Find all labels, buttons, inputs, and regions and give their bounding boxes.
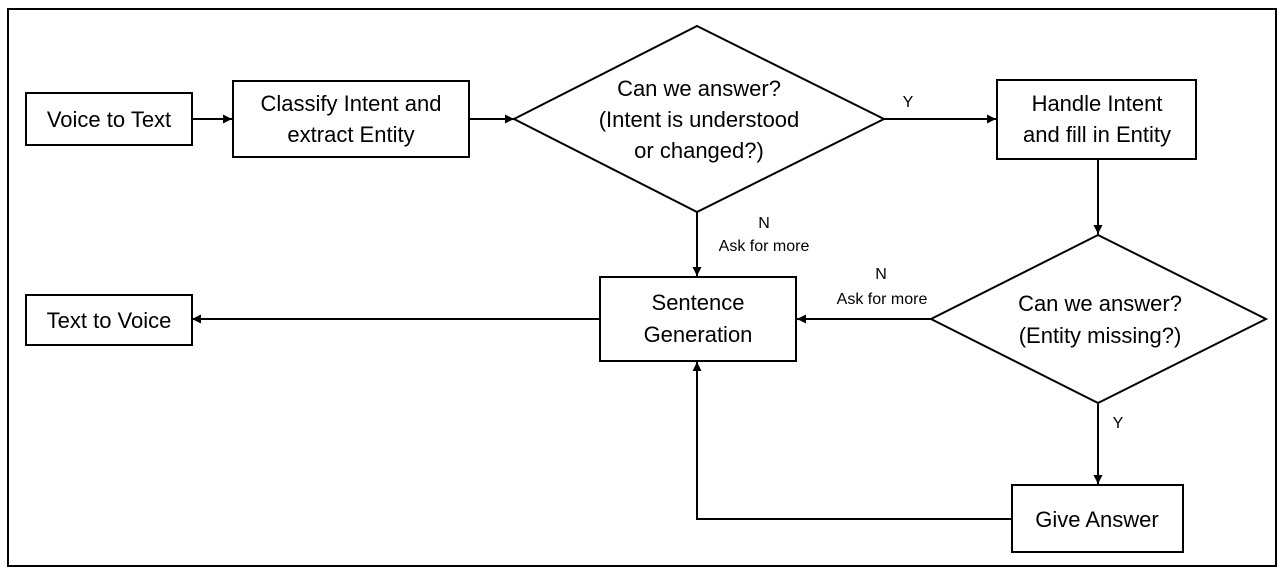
node-classify-intent-line1: Classify Intent and: [261, 91, 442, 116]
node-classify-intent: Classify Intent and extract Entity: [232, 80, 470, 158]
node-voice-to-text: Voice to Text: [25, 92, 193, 146]
node-decision-intent-line3: or changed?): [634, 138, 764, 163]
node-decision-entity-line2: (Entity missing?): [1019, 323, 1182, 348]
edge-give-answer-to-sentence: [692, 362, 1011, 520]
node-decision-intent: Can we answer? (Intent is understood or …: [511, 24, 887, 214]
node-text-to-voice: Text to Voice: [25, 294, 193, 346]
node-decision-intent-diamond: [511, 24, 887, 214]
node-classify-intent-line2: extract Entity: [287, 122, 414, 147]
node-handle-intent-box: [996, 79, 1197, 160]
node-voice-to-text-label: Voice to Text: [47, 107, 171, 132]
edge-label-decision1-yes: Y: [903, 94, 914, 111]
node-classify-intent-box: [232, 80, 470, 158]
node-sentence-generation-line2: Generation: [644, 322, 753, 347]
node-decision-intent-line2: (Intent is understood: [599, 107, 800, 132]
edge-label-decision2-ask: Ask for more: [837, 291, 928, 308]
node-sentence-generation-line1: Sentence: [652, 290, 745, 315]
node-handle-intent-line1: Handle Intent: [1032, 91, 1163, 116]
node-handle-intent: Handle Intent and fill in Entity: [996, 79, 1197, 160]
edge-label-decision1-ask: Ask for more: [719, 238, 810, 255]
node-sentence-generation: Sentence Generation: [599, 276, 797, 362]
node-voice-to-text-box: [25, 92, 193, 146]
node-text-to-voice-label: Text to Voice: [47, 308, 172, 333]
edge-label-decision1-no: N: [758, 215, 770, 232]
node-give-answer: Give Answer: [1011, 484, 1184, 553]
edge-label-decision2-yes: Y: [1113, 415, 1124, 432]
node-decision-entity: Can we answer? (Entity missing?): [928, 233, 1269, 405]
node-decision-entity-line1: Can we answer?: [1018, 291, 1182, 316]
node-text-to-voice-box: [25, 294, 193, 346]
edge-label-decision2-no: N: [875, 266, 887, 283]
node-decision-intent-line1: Can we answer?: [617, 76, 781, 101]
node-sentence-generation-box: [599, 276, 797, 362]
node-decision-entity-diamond: [928, 233, 1269, 405]
node-give-answer-label: Give Answer: [1035, 507, 1159, 532]
node-handle-intent-line2: and fill in Entity: [1023, 122, 1171, 147]
node-give-answer-box: [1011, 484, 1184, 553]
